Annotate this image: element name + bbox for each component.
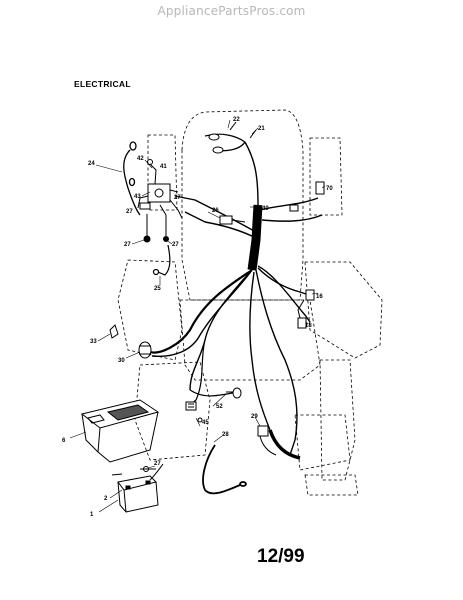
- cable-28: [202, 444, 247, 495]
- callout-6: 6: [62, 438, 66, 444]
- callout-29: 29: [251, 414, 258, 420]
- part-33-clip: [109, 324, 119, 339]
- callout-45: 45: [202, 420, 209, 426]
- callout-27-e: 27: [154, 461, 161, 467]
- parts-21-22-connectors: [208, 121, 257, 154]
- callout-leaders: [69, 119, 326, 513]
- callout-70: 70: [326, 186, 333, 192]
- callout-2: 2: [104, 496, 108, 502]
- callout-52: 52: [216, 404, 223, 410]
- callout-27-a: 27: [126, 209, 133, 215]
- tractor-outline: [117, 109, 383, 496]
- wire-24: [123, 141, 141, 216]
- battery: [111, 463, 164, 513]
- callout-25: 25: [154, 286, 161, 292]
- watermark-text: AppliancePartsPros.com: [157, 4, 306, 18]
- part-29-switch: [257, 425, 277, 456]
- callout-21: 21: [258, 126, 265, 132]
- main-harness: [149, 133, 323, 460]
- callout-40: 40: [262, 206, 269, 212]
- part-30-connector: [138, 341, 152, 359]
- callout-18: 18: [305, 323, 312, 329]
- ignition-switch-assembly: [137, 159, 183, 243]
- wire-25: [152, 244, 171, 276]
- page-number: 12/99: [257, 546, 305, 567]
- battery-box: [80, 399, 160, 463]
- callout-41: 41: [160, 164, 167, 170]
- callout-labels: 1 2 6 16 18 21 22 24 25 26 27 27 27 27 2…: [62, 117, 333, 518]
- callout-27-d: 27: [172, 242, 179, 248]
- part-26-connector: [219, 215, 246, 225]
- callout-22: 22: [233, 117, 240, 123]
- part-70-connector: [289, 181, 325, 212]
- callout-24: 24: [88, 161, 95, 167]
- callout-33: 33: [90, 339, 97, 345]
- diagram-heading: ELECTRICAL: [74, 79, 131, 89]
- callout-1: 1: [90, 512, 94, 518]
- callout-27-c: 27: [124, 242, 131, 248]
- callout-27-b: 27: [174, 195, 181, 201]
- battery-cable-27: [140, 466, 156, 472]
- callout-43: 43: [134, 194, 141, 200]
- parts-45-52: [185, 387, 242, 423]
- parts-16-18-connectors: [297, 289, 315, 329]
- callout-26: 26: [212, 208, 219, 214]
- callout-16: 16: [316, 294, 323, 300]
- callout-42: 42: [137, 156, 144, 162]
- callout-30: 30: [118, 358, 125, 364]
- callout-28: 28: [222, 432, 229, 438]
